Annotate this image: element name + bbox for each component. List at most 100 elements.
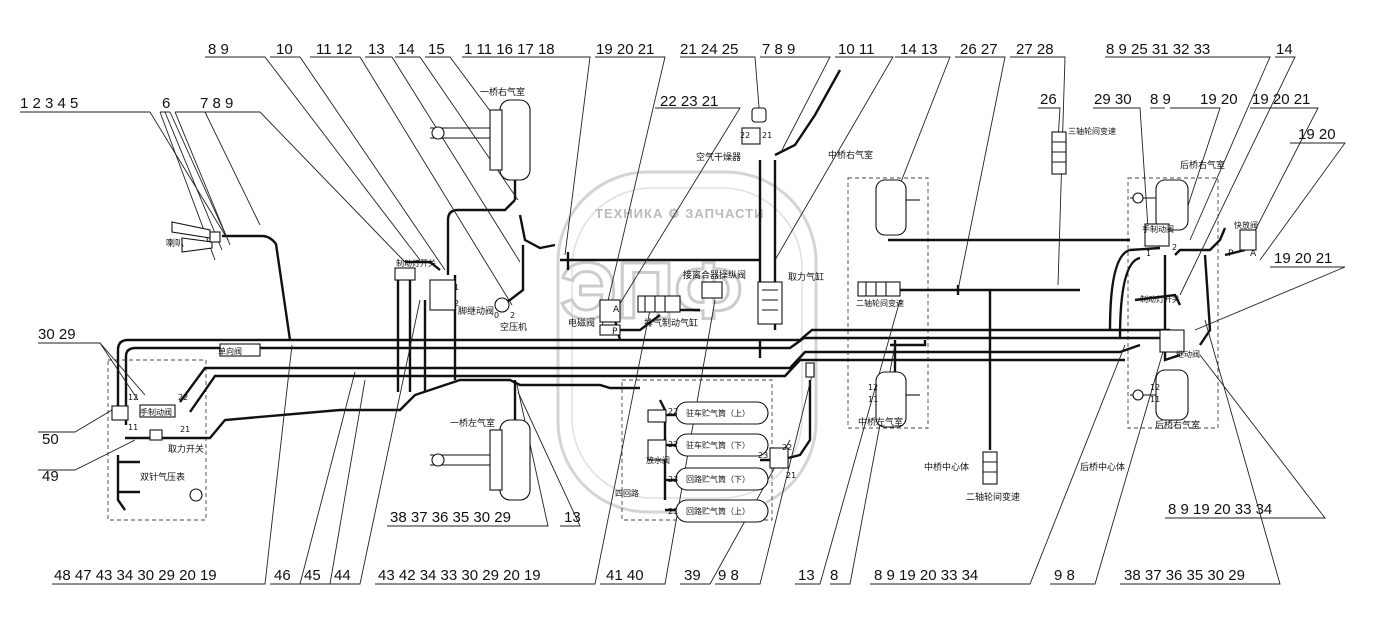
label-P-rear: P [1228,249,1234,259]
label-four-circuit: 四回路 [615,488,639,498]
tank-brake-bot-icon [675,433,769,457]
label-P-solenoid: P [612,327,618,337]
callout-top-14: 26 27 [960,41,998,58]
solenoid-valve-icon [599,299,621,323]
rear-quick-release-icon [1239,229,1257,251]
label-brake-lamp-switch-rear: 制动灯开关 [1140,294,1180,304]
label-tank-service-top: 回路贮气筒（上） [686,506,750,516]
callout-top-11: 10 11 [838,41,874,58]
label-num-22-four: 22 [782,443,792,452]
label-brake-lamp-switch: 制动灯开关 [396,258,436,268]
axle1-left-chamber-icon [430,419,531,501]
label-num-0-comp: 0 [494,311,499,320]
callout-right-1: 8 9 19 20 33 34 [1168,501,1272,518]
label-air-dryer: 空气干燥器 [696,151,741,163]
label-A-rear: A [1250,249,1257,259]
label-tank-brake-top: 驻车贮气筒（上） [686,408,750,418]
rear-axle-right-chamber-top-icon [1130,179,1189,231]
component-labels: 喇叭 一桥右气室 一桥左气室 空气干燥器 中桥右气室 中桥左气室 后桥右气室 后… [128,86,1258,516]
callout-top-3: 11 12 [316,41,352,58]
callout-r-5: 19 20 21 [1252,91,1310,108]
components [111,99,1257,523]
label-axle2-diff-valve: 二轴轮间变速 [856,298,904,308]
air-dryer-icon [741,127,761,145]
axle3-diff-valve-icon [1051,131,1067,175]
label-A-solenoid: A [613,305,620,315]
rear-relay-valve-bot-icon [1159,329,1185,353]
hand-brake-valve-icon [139,404,176,418]
brake-valve-icon [429,279,456,311]
callout-bot-6: 41 40 [606,567,644,584]
label-single-valve: 单向阀 [218,346,242,356]
label-rear-axle-center: 后桥中心体 [1080,461,1125,473]
callout-bot-4: 44 [334,567,351,584]
callout-r-2: 29 30 [1094,91,1132,108]
label-mid-axle-left-chamber: 中桥左气室 [858,416,903,428]
callout-r-3: 8 9 [1150,91,1171,108]
callout-numbers: 1 2 3 4 5 6 7 8 9 8 9 10 11 12 13 14 15 … [20,41,1336,584]
label-num-11-mid: 11 [868,395,878,404]
label-hand-valve: 手制动阀 [140,407,172,417]
callout-mid-2: 13 [564,509,581,526]
callout-r-4: 19 20 [1200,91,1238,108]
label-pto-switch: 取力开关 [168,443,204,455]
label-tank-service-bot: 回路贮气筒（下） [686,474,750,484]
label-num-12-rear: 12 [1150,383,1160,392]
callout-bot-2: 46 [274,567,291,584]
callout-top-left-c: 7 8 9 [200,95,233,112]
callout-top-1: 8 9 [208,41,229,58]
label-num-21-four: 21 [786,471,796,480]
label-compressor: 空压机 [500,321,527,333]
compressor-icon [494,297,510,313]
mid-axle-right-chamber-icon [875,179,920,236]
callout-top-9: 21 24 25 [680,41,738,58]
label-axle3-diff-valve: 三轴轮间变速 [1068,126,1116,136]
tank-service-bot-icon [675,467,769,491]
label-num-12-mid: 12 [868,383,878,392]
label-clutch: 接离合器操纵阀 [683,269,746,281]
callout-r-1: 26 [1040,91,1057,108]
label-num-11-rear: 11 [1150,395,1160,404]
callout-top-4: 13 [368,41,385,58]
callout-left-3: 49 [42,468,59,485]
callout-bot-11: 8 9 19 20 33 34 [874,567,978,584]
callout-bot-8: 9 8 [718,567,739,584]
exhaust-brake-cylinder-icon [637,295,681,313]
callout-top-6: 15 [428,41,445,58]
callout-bot-10: 8 [830,567,838,584]
label-axle1-left-chamber: 一桥左气室 [450,417,495,429]
four-circuit-valve-icon [769,447,789,469]
label-brake-valve: 脚继动阀 [458,305,494,317]
pto-switch-icon [149,429,163,441]
callout-bot-3: 45 [304,567,321,584]
label-num-21-tank: 21 [668,507,678,516]
label-num-12-left: 12 [128,393,138,402]
pipe-bundle [116,69,1246,512]
callout-r-7: 19 20 21 [1274,250,1332,267]
callout-bot-12: 9 8 [1054,567,1075,584]
axle2-diff-valve-bottom-icon [982,451,998,485]
label-mid-axle-right-chamber: 中桥右气室 [828,149,873,161]
label-relay-valve-bot: 继动阀 [1176,349,1200,359]
label-exhaust-brake-cylinder: 排气制动气缸 [644,317,698,329]
callout-top-12: 22 23 21 [660,93,718,110]
hand-valve-icon [111,405,129,421]
label-axle1-right-chamber: 一桥右气室 [480,86,525,98]
callout-top-left-b: 6 [162,95,170,112]
label-drain: 放水阀 [646,455,670,465]
label-num-22-dryer: 22 [740,131,750,140]
label-num-41-rear: 1 [1146,249,1151,258]
callout-top-7: 1 11 16 17 18 [464,41,555,58]
label-rear-axle-right-chamber-bot: 后桥右气室 [1155,419,1200,431]
callout-mid-1: 38 37 36 35 30 29 [390,509,511,526]
label-rear-axle-right-chamber-top: 后桥右气室 [1180,159,1225,171]
callout-left-2: 50 [42,431,59,448]
label-num-23-four: 23 [758,451,768,460]
callout-top-left-a: 1 2 3 4 5 [20,95,78,112]
label-num-11-left: 11 [128,423,138,432]
label-horn: 喇叭 [166,237,184,249]
callout-r-6: 19 20 [1298,126,1336,143]
label-num-2-comp: 2 [510,311,515,320]
label-axle2-diff-valve-bottom: 二轴轮间变速 [966,491,1020,503]
label-quick-release: 快放阀 [1234,220,1258,230]
